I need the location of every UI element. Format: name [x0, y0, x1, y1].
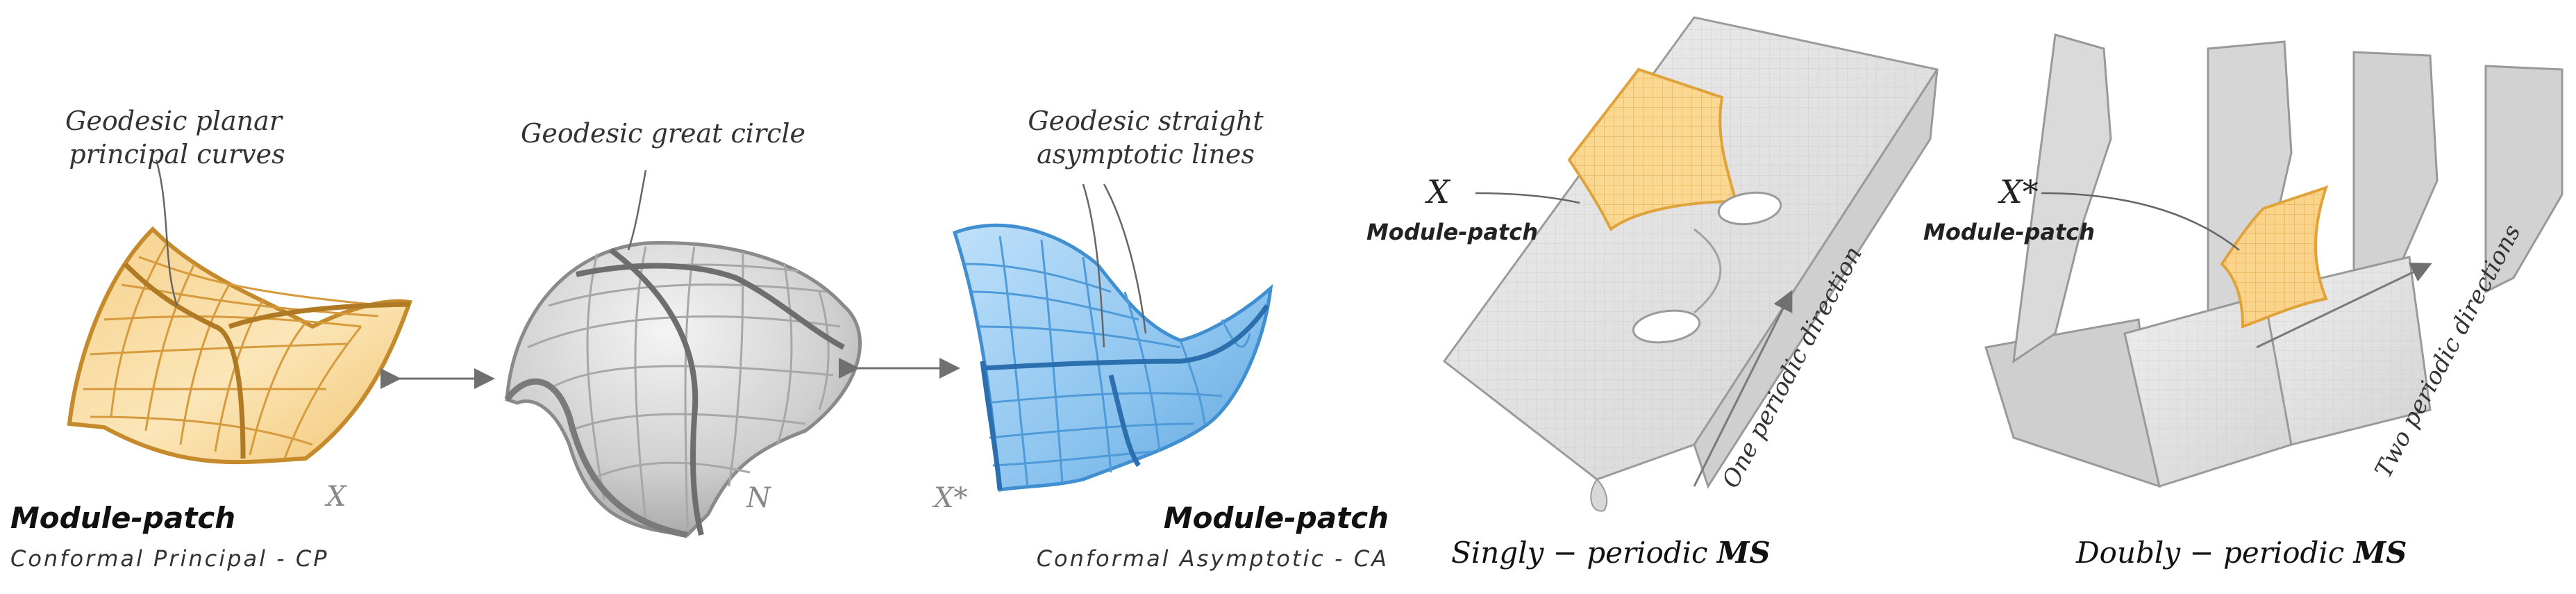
sphere-panel: Geodesic great circle N — [504, 118, 862, 538]
doubly-label: Module-patch — [1923, 219, 2095, 245]
singly-panel: X Module-patch One periodic direction Si… — [1366, 16, 1939, 570]
sphere-symbol: N — [746, 482, 772, 514]
ca-callout-line2: asymptotic lines — [1037, 139, 1255, 170]
cp-callout-line1: Geodesic planar — [65, 106, 284, 136]
doubly-panel: X* Module-patch Two periodic directions … — [1923, 33, 2564, 570]
cp-title: Module-patch — [10, 501, 235, 535]
singly-caption-text: Singly − periodic — [1451, 536, 1717, 570]
sphere-callout: Geodesic great circle — [521, 118, 805, 149]
ca-callout-leader-2 — [1103, 183, 1147, 334]
doubly-surface — [1984, 33, 2564, 488]
ca-callout-line1: Geodesic straight — [1028, 106, 1264, 136]
cp-symbol: X — [324, 481, 347, 513]
cp-subtitle: Conformal Principal - CP — [10, 545, 329, 572]
ca-callout-leader-1 — [1082, 183, 1105, 348]
doubly-direction-arrow — [2256, 263, 2432, 349]
singly-label-leader — [1475, 192, 1580, 204]
sphere-surface — [504, 241, 862, 538]
doubly-symbol: X* — [1998, 173, 2039, 211]
sphere-callout-leader — [627, 170, 647, 251]
ca-subtitle: Conformal Asymptotic - CA — [1037, 545, 1389, 572]
singly-caption: Singly − periodic MS — [1451, 536, 1771, 570]
ca-title: Module-patch — [1164, 501, 1389, 535]
cp-panel: Geodesic planar principal curves X Modul… — [10, 106, 413, 572]
ca-surface — [952, 223, 1273, 492]
cp-callout-line2: principal curves — [69, 139, 285, 170]
singly-symbol: X — [1425, 173, 1451, 211]
singly-label: Module-patch — [1366, 219, 1538, 245]
cp-surface — [67, 226, 413, 465]
singly-caption-ms: MS — [1716, 536, 1771, 570]
singly-surface — [1442, 16, 1939, 512]
doubly-label-leader — [2041, 192, 2240, 251]
doubly-caption: Doubly − periodic MS — [2075, 536, 2407, 570]
ca-symbol: X* — [932, 482, 967, 514]
doubly-caption-text: Doubly − periodic — [2075, 536, 2354, 570]
cp-callout-leader — [155, 159, 178, 306]
doubly-caption-ms: MS — [2352, 536, 2407, 570]
singly-direction-arrow — [1693, 290, 1793, 487]
ca-panel: Geodesic straight asymptotic lines X* Mo… — [932, 106, 1389, 572]
